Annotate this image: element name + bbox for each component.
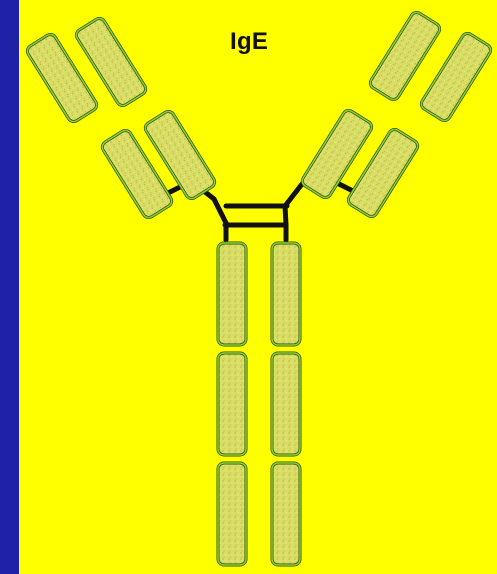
stem-left-2 bbox=[218, 353, 246, 455]
stem-left-1 bbox=[218, 243, 246, 345]
stem-right-3 bbox=[272, 463, 300, 565]
stem-right-1 bbox=[272, 243, 300, 345]
stem-right-2 bbox=[272, 353, 300, 455]
stem-left-3 bbox=[218, 463, 246, 565]
right-hinge bbox=[285, 184, 302, 240]
domain-group bbox=[25, 10, 493, 565]
slide-title: IgE bbox=[230, 28, 290, 56]
